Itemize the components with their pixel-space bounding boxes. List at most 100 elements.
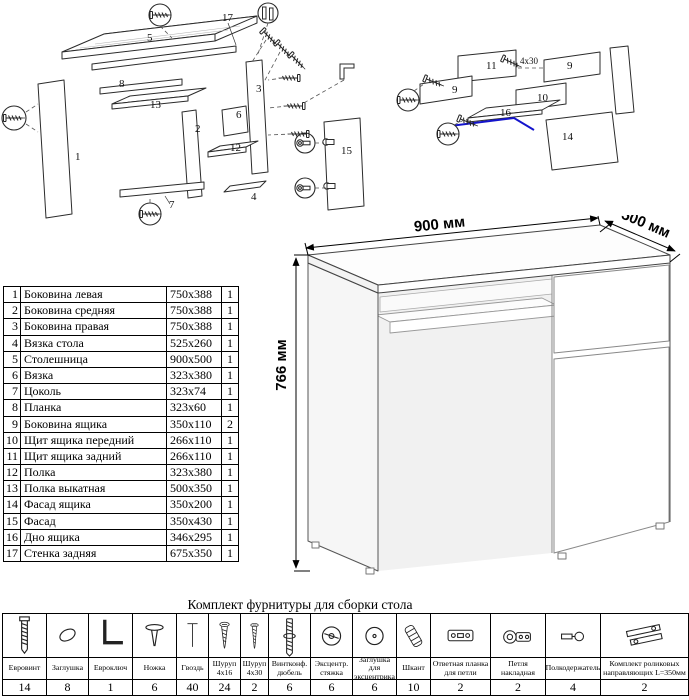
- hardware-item-count: 4: [570, 680, 576, 694]
- parts-table-row: 6 Вязка 323x380 1: [4, 367, 238, 385]
- cabinet-door: [553, 346, 670, 554]
- part-number-label: 1: [75, 151, 81, 163]
- part-number: 14: [4, 497, 21, 513]
- hardware-item-label: Заглушка: [47, 658, 88, 680]
- hardware-item-count: 2: [457, 680, 464, 694]
- parts-table-row: 3 Боковина правая 750x388 1: [4, 319, 238, 336]
- part-name: Фасад: [21, 513, 167, 529]
- width-dimension-label: 900 мм: [413, 215, 466, 236]
- hinge-plate-icon: [447, 629, 474, 641]
- hardware-icon-box: [89, 614, 132, 658]
- part-size: 323x380: [167, 367, 222, 384]
- hardware-item-count: 6: [328, 680, 335, 694]
- hardware-icon-box: [241, 614, 268, 658]
- hardware-item-count: 2: [251, 680, 258, 694]
- hardware-icon-box: [47, 614, 88, 658]
- exploded-desk-diagram: 17 5 8 3 13 2 6 12 4 1 7 15: [1, 2, 365, 226]
- part-qty: 1: [227, 335, 233, 350]
- parts-table-row: 17 Стенка задняя 675x350 1: [4, 546, 238, 563]
- hardware-item: Евровинт 14: [3, 614, 47, 695]
- hardware-item-label: Шкант: [397, 658, 430, 680]
- part-number-label: 2: [195, 123, 201, 135]
- part-qty: 1: [227, 367, 233, 382]
- parts-table-row: 10 Щит ящика передний 266x110 1: [4, 432, 238, 449]
- hardware-item-label: Заглушка для эксцентрика: [353, 658, 396, 680]
- hardware-item-label: Шуруп 4x16: [209, 658, 240, 680]
- part-qty: 1: [227, 287, 233, 301]
- part-name: Фасад ящика: [21, 497, 167, 513]
- parts-table-row: 16 Дно ящика 346x295 1: [4, 529, 238, 546]
- hardware-item-count: 14: [18, 680, 31, 694]
- hardware-item-label: Гвоздь: [177, 658, 208, 680]
- hardware-item: Заглушка для эксцентрика 6: [353, 614, 397, 695]
- nail-icon: [186, 622, 199, 647]
- part-number-labels: 9 11 9 10 16 14 4x30: [452, 56, 574, 143]
- parts-table-row: 13 Полка выкатная 500x350 1: [4, 481, 238, 498]
- hardware-icon-box: [133, 614, 176, 658]
- hardware-item-label: Эксцентр. стяжка: [311, 658, 352, 680]
- hardware-item-count: 1: [107, 680, 114, 694]
- hardware-item-count: 6: [286, 680, 293, 694]
- parts-table-row: 2 Боковина средняя 750x388 1: [4, 303, 238, 320]
- part-number: 6: [4, 367, 21, 384]
- part-size: 750x388: [167, 319, 222, 335]
- part-qty: 1: [227, 529, 233, 544]
- hardware-icon-box: [491, 614, 545, 658]
- part-number: 1: [4, 287, 21, 303]
- screw-size-note: 4x30: [520, 56, 539, 66]
- confirmat-screw-icon: [19, 615, 30, 654]
- foot-icon: [145, 623, 164, 646]
- parts-table-row: 5 Столешница 900x500 1: [4, 351, 238, 368]
- hardware-item-count: 40: [186, 680, 199, 694]
- left-side-panel: [307, 262, 379, 572]
- part-qty: 1: [227, 513, 233, 528]
- hardware-item-label: Ответная планка для петли: [431, 658, 490, 680]
- part-name: Планка: [21, 400, 167, 416]
- part-qty: 1: [227, 384, 233, 399]
- part-number: 5: [4, 351, 21, 367]
- part-size: 675x350: [167, 546, 222, 562]
- part-number: 8: [4, 400, 21, 416]
- hardware-icon-box: [269, 614, 310, 658]
- part-size: 350x430: [167, 513, 222, 529]
- hardware-item: Ножка 6: [133, 614, 177, 695]
- part-number-label: 12: [230, 142, 241, 154]
- hardware-icon-box: [546, 614, 600, 658]
- hardware-item-count: 10: [407, 680, 420, 694]
- part-name: Дно ящика: [21, 529, 167, 545]
- hardware-item-label: Евроключ: [89, 658, 132, 680]
- parts-table-row: 15 Фасад 350x430 1: [4, 513, 238, 530]
- hardware-kit-table: Евровинт 14 Заглушка 8 Евроключ 1: [2, 613, 689, 696]
- part-qty: 1: [227, 546, 233, 560]
- part-size: 346x295: [167, 529, 222, 545]
- hardware-item-label: Ножка: [133, 658, 176, 680]
- part-number: 15: [4, 513, 21, 529]
- hardware-icon-box: [431, 614, 490, 658]
- part-qty: 1: [227, 465, 233, 480]
- part-name: Стенка задняя: [21, 546, 167, 562]
- dimensions: [292, 215, 681, 572]
- cam-lock-icon: [321, 625, 342, 646]
- hex-key-icon: [103, 617, 125, 644]
- cam-cap-icon: [365, 626, 384, 645]
- hardware-item: Комплект роликовых направляющих L=350мм …: [601, 614, 688, 695]
- hardware-item-count: 6: [151, 680, 158, 694]
- hardware-item: Винтконф. дюбель 6: [269, 614, 311, 695]
- hardware-icon-box: [177, 614, 208, 658]
- screw-long-icon: [250, 622, 259, 649]
- fastener-callouts: [396, 54, 544, 146]
- part-number-label: 5: [147, 32, 153, 44]
- part-size: 750x388: [167, 303, 222, 319]
- part-number: 12: [4, 465, 21, 481]
- part-number-label: 3: [256, 83, 262, 95]
- part-name: Боковина средняя: [21, 303, 167, 319]
- parts-table-row: 12 Полка 323x380 1: [4, 465, 238, 482]
- part-size: 350x110: [167, 416, 222, 432]
- hinge-icon: [503, 629, 531, 644]
- part-number: 9: [4, 416, 21, 432]
- part-number-label: 11: [486, 60, 497, 72]
- part-number: 2: [4, 303, 21, 319]
- hardware-item-count: 24: [218, 680, 231, 694]
- parts-table-row: 7 Цоколь 323x74 1: [4, 384, 238, 401]
- part-name: Полка выкатная: [21, 481, 167, 497]
